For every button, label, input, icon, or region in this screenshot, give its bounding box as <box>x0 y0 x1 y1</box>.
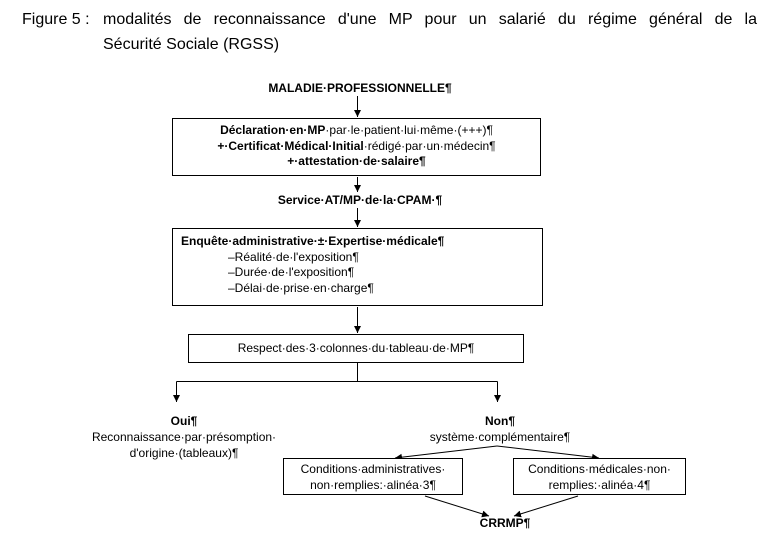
figure-caption-line-1: modalités de reconnaissance d'une MP pou… <box>103 11 757 28</box>
conditions-med-box: Conditions·médicales·non· remplies:·alin… <box>513 458 686 495</box>
declaration-line-1-bold: Déclaration·en·MP <box>220 123 326 137</box>
figure-caption-line-2: Sécurité Sociale (RGSS) <box>103 36 280 53</box>
non-branch: Non¶ système·complémentaire¶ <box>380 413 620 445</box>
oui-line-2: d'origine·(tableaux)¶ <box>129 446 239 460</box>
start-node-maladie-professionnelle: MALADIE·PROFESSIONNELLE¶ <box>268 81 452 95</box>
conditions-admin-line-2: non·remplies:·alinéa·3¶ <box>310 478 436 492</box>
declaration-line-2-rest: ·rédigé·par·un·médecin¶ <box>363 138 496 153</box>
conditions-admin-line-1: Conditions·administratives· <box>300 462 446 476</box>
respect-box: Respect·des·3·colonnes·du·tableau·de·MP¶ <box>188 334 524 363</box>
declaration-box: Déclaration·en·MP·par·le·patient·lui·mêm… <box>172 118 541 176</box>
non-label: Non¶ <box>485 414 515 428</box>
conditions-med-line-1: Conditions·médicales·non· <box>528 462 671 476</box>
conditions-admin-box: Conditions·administratives· non·remplies… <box>283 458 463 495</box>
oui-line-1: Reconnaissance·par·présomption· <box>91 430 277 444</box>
non-line-1: système·complémentaire¶ <box>429 430 571 444</box>
service-node: Service·AT/MP·de·la·CPAM·¶ <box>277 193 443 207</box>
arrow-conditions-admin-to-crrmp <box>424 495 490 518</box>
arrow-conditions-med-to-crrmp <box>513 495 579 518</box>
arrow-non-to-conditions-admin <box>394 445 498 461</box>
respect-text: Respect·des·3·colonnes·du·tableau·de·MP¶ <box>237 341 475 355</box>
oui-label: Oui¶ <box>170 414 198 428</box>
conditions-med-line-2: remplies:·alinéa·4¶ <box>548 478 651 492</box>
declaration-line-2-bold: +·Certificat·Médical·Initial <box>217 138 364 153</box>
enquete-item-delai: –Délai·de·prise·en·charge¶ <box>228 280 374 295</box>
enquete-box: Enquête·administrative·±·Expertise·médic… <box>172 228 543 306</box>
oui-branch: Oui¶ Reconnaissance·par·présomption· d'o… <box>64 413 304 461</box>
arrow-non-to-conditions-med <box>496 445 600 461</box>
declaration-line-2: +·Certificat·Médical·Initial·rédigé·par·… <box>173 139 540 155</box>
enquete-title: Enquête·administrative·±·Expertise·médic… <box>181 234 445 248</box>
declaration-line-1-rest: ·par·le·patient·lui·même·(+++)¶ <box>325 123 493 137</box>
figure-label: Figure 5 : <box>22 11 90 28</box>
declaration-line-3: +·attestation·de·salaire¶ <box>287 154 426 168</box>
declaration-line-1: Déclaration·en·MP·par·le·patient·lui·mêm… <box>173 123 540 139</box>
end-node-crrmp: CRRMP¶ <box>479 516 531 530</box>
enquete-item-duree: –Durée·de·l'exposition¶ <box>228 265 355 279</box>
enquete-item-realite: –Réalité·de·l'exposition¶ <box>228 249 359 264</box>
